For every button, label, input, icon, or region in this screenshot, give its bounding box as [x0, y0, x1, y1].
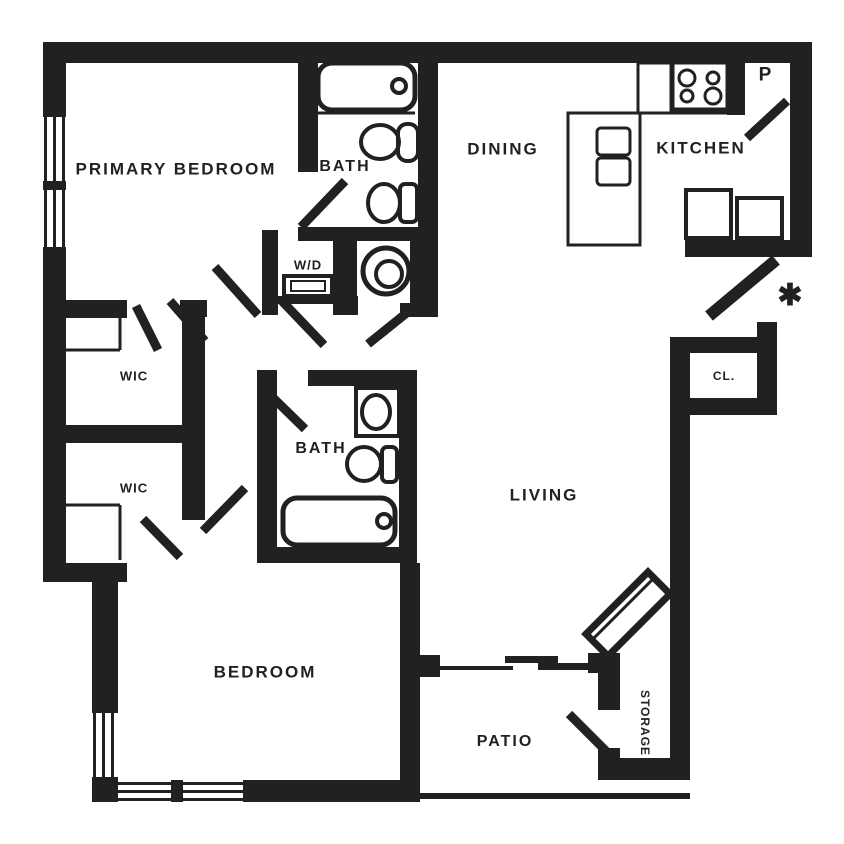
- water-heater: [360, 245, 412, 297]
- wall-bedroom-east: [400, 563, 420, 802]
- wall-bath2-north: [308, 370, 417, 386]
- sink-bath2: [360, 393, 392, 431]
- wall-laundry-west: [262, 230, 278, 315]
- wall-living-east: [670, 337, 690, 780]
- wall-top: [43, 42, 812, 63]
- doors: [131, 97, 791, 755]
- corner-fireplace: [581, 567, 675, 661]
- label-dining: DINING: [467, 139, 539, 159]
- wall-kitchen-south: [685, 240, 812, 257]
- label-wic-upper: WIC: [119, 368, 149, 384]
- laundry-sill: [278, 296, 358, 304]
- door-bedroom2: [199, 484, 249, 535]
- label-primary-bedroom: PRIMARY BEDROOM: [75, 159, 277, 179]
- label-bath-primary: BATH: [319, 158, 371, 175]
- wall-bath2-west: [257, 370, 277, 563]
- label-storage: STORAGE: [638, 689, 652, 757]
- label-washer-dryer: W/D: [293, 257, 323, 273]
- wall-right-upper: [790, 42, 812, 257]
- burner: [679, 88, 695, 104]
- wall-bath2-south: [257, 547, 417, 563]
- burner: [705, 70, 721, 86]
- bathtub-bath2: [280, 495, 398, 548]
- door-wic2: [139, 515, 184, 561]
- wall-primary-bath: [298, 63, 318, 172]
- toilet-bath2: [380, 445, 399, 484]
- door-wic1-b: [166, 298, 209, 344]
- door-storage: [565, 710, 610, 755]
- door-pantry: [743, 97, 791, 142]
- patio-edge-bottom: [420, 793, 690, 799]
- label-living: LIVING: [509, 485, 579, 505]
- wall-wic-divider: [43, 425, 183, 443]
- vanity-bath2: [354, 386, 401, 438]
- patio-edge-top: [438, 666, 513, 670]
- door-primary-bedroom: [211, 263, 262, 319]
- door-laundry-left: [277, 296, 328, 349]
- door-laundry-right: [365, 295, 427, 348]
- burner: [677, 68, 697, 88]
- burner: [703, 86, 723, 106]
- label-pantry: P: [758, 64, 772, 86]
- kitchen-counter-left: [566, 111, 642, 247]
- stove: [669, 59, 731, 113]
- bathtub-primary: [315, 60, 418, 113]
- kitchen-sink: [595, 126, 632, 157]
- wall-pantry: [727, 63, 745, 115]
- door-wic1-a: [131, 303, 163, 353]
- toilet-primary: [398, 182, 419, 224]
- wall-primary-south: [43, 300, 127, 318]
- label-kitchen: KITCHEN: [656, 138, 746, 158]
- wall-closet-bottom: [670, 398, 777, 415]
- interior-walls: [43, 63, 812, 780]
- label-bath-second: BATH: [295, 440, 347, 457]
- refrigerator: [684, 188, 733, 240]
- wall-closet-east: [757, 322, 777, 415]
- sink-primary: [359, 123, 401, 161]
- entry-marker: ✱: [777, 279, 803, 312]
- wall-bath2-east: [399, 370, 417, 563]
- wall-laundry-divider: [333, 241, 357, 302]
- label-wic-lower: WIC: [119, 480, 149, 496]
- label-closet: CL.: [712, 369, 736, 383]
- label-patio: PATIO: [476, 733, 534, 750]
- wall-bath-dining: [418, 63, 438, 317]
- tub-faucet: [375, 512, 393, 530]
- wall-left-step: [43, 563, 127, 582]
- door-bath2: [260, 385, 309, 433]
- sliding-door-panel: [538, 663, 590, 670]
- door-bath1: [297, 177, 349, 231]
- wall-bath1-south: [298, 227, 438, 241]
- wall-closet-top: [670, 337, 777, 353]
- wall-storage-bottom: [598, 758, 690, 780]
- exterior-walls: [40, 42, 812, 804]
- fixtures: [46, 59, 784, 661]
- wall-hall: [182, 300, 205, 520]
- tub-faucet: [390, 77, 408, 95]
- wall-storage-west: [598, 673, 620, 710]
- kitchen-sink: [595, 156, 632, 187]
- sliding-door-panel: [505, 656, 558, 663]
- door-entry: [705, 255, 780, 321]
- kitchen-cabinet: [735, 196, 784, 240]
- label-bedroom: BEDROOM: [213, 662, 317, 682]
